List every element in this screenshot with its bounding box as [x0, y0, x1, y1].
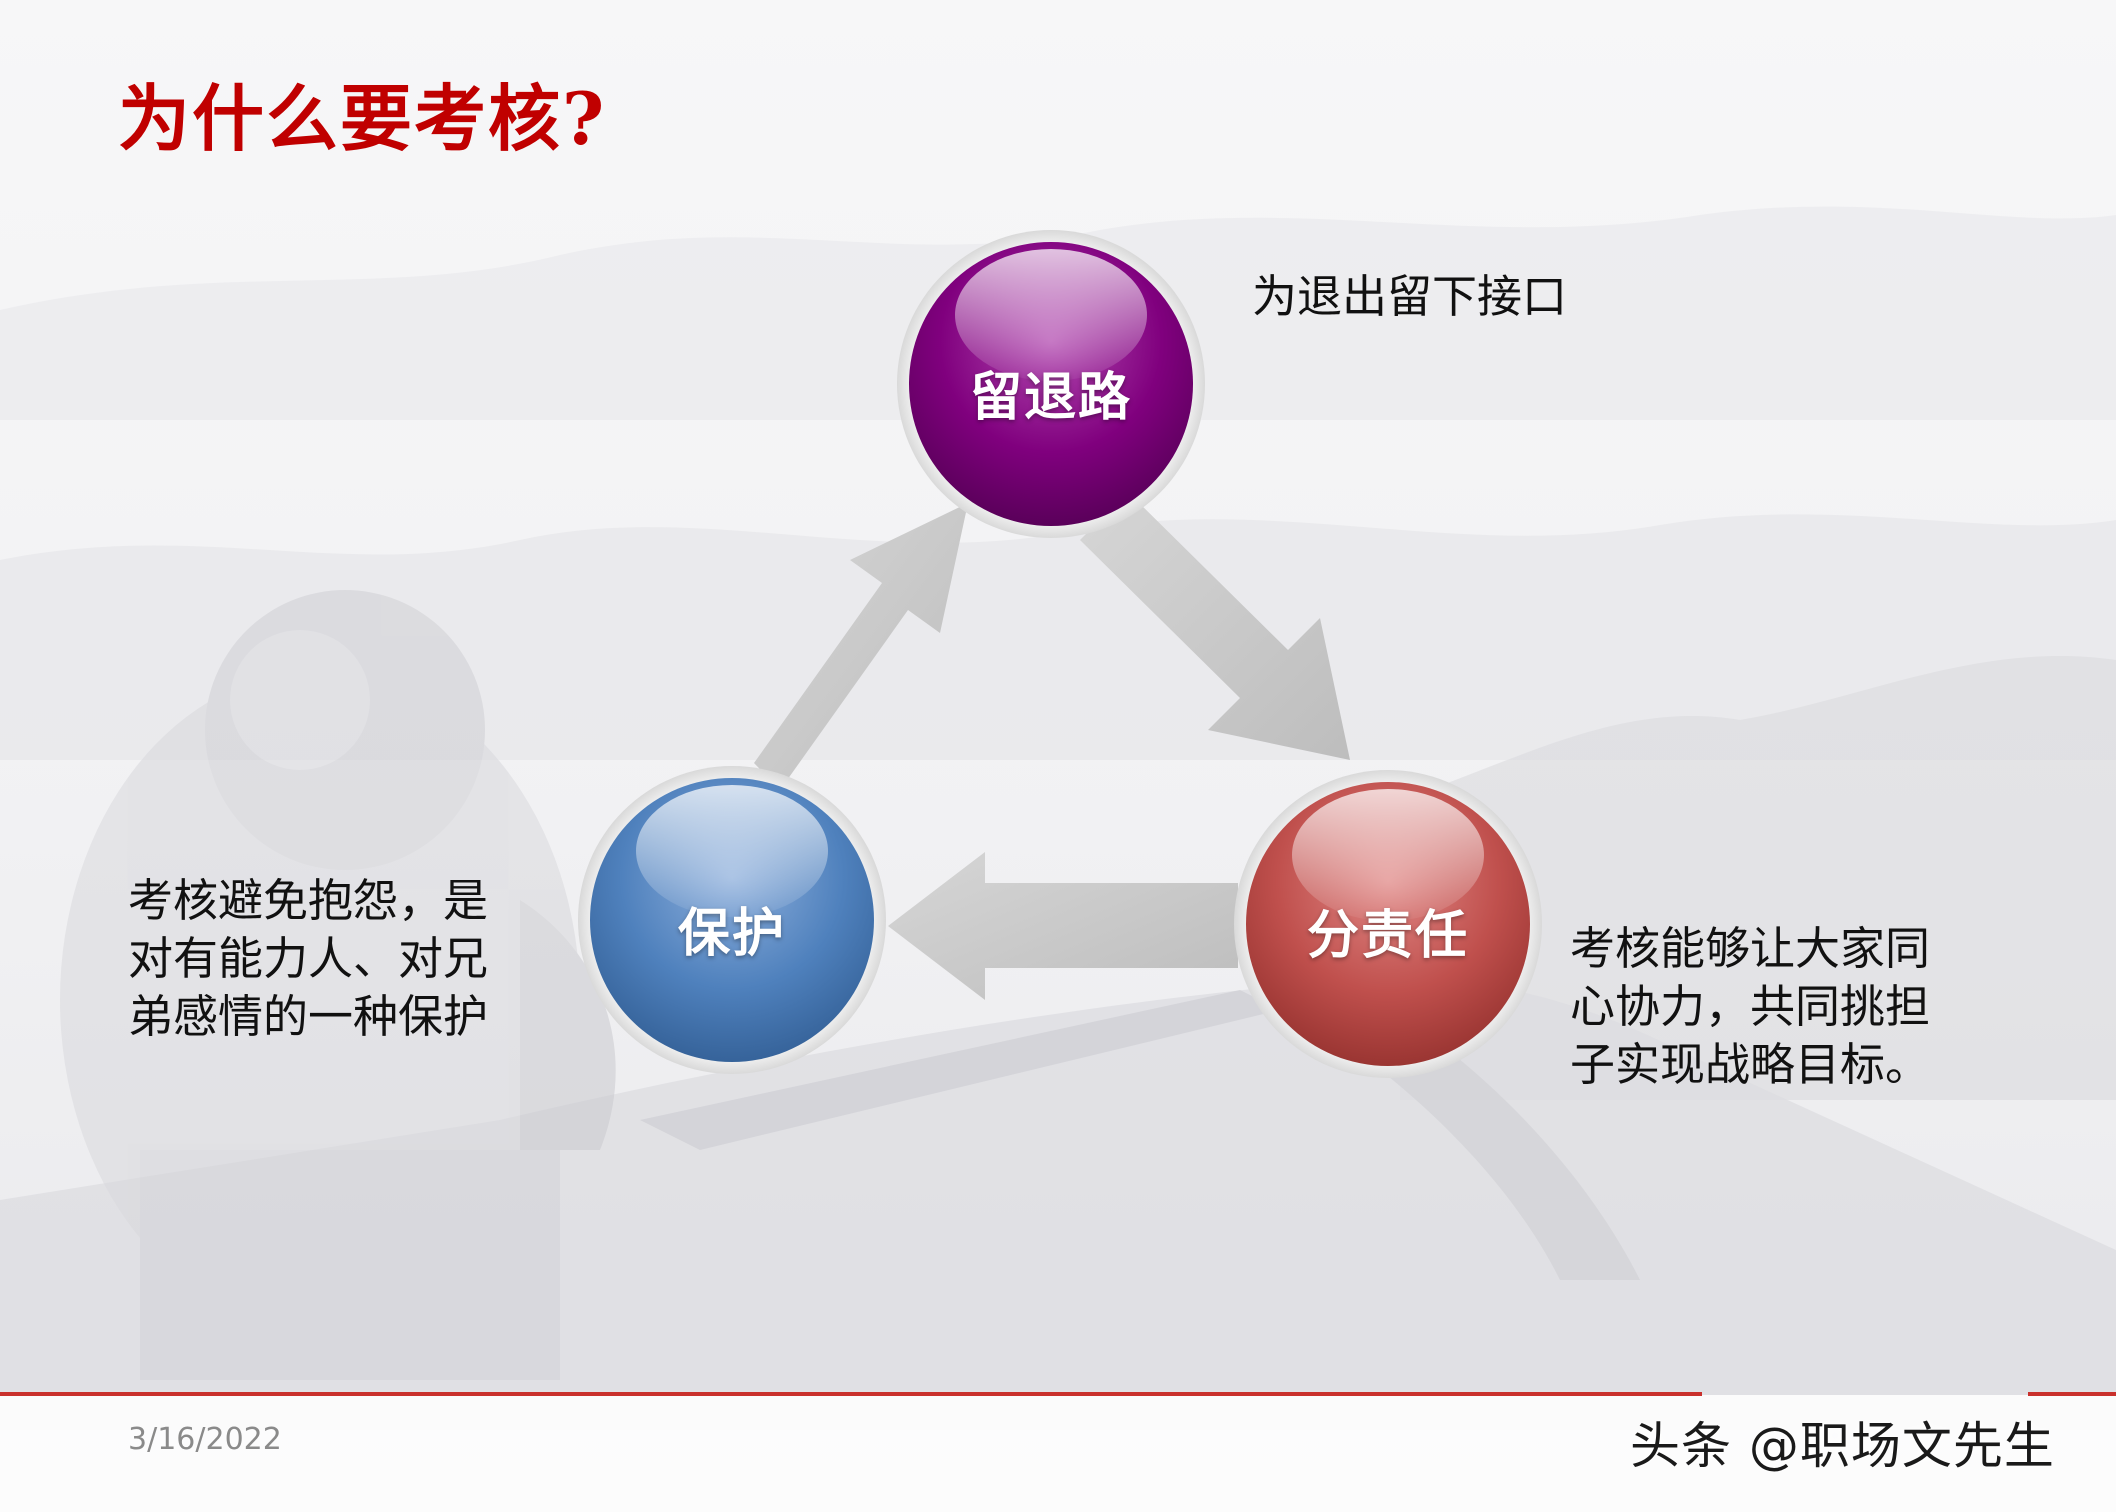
footer-rule-right	[2028, 1392, 2116, 1396]
slide-date: 3/16/2022	[128, 1422, 282, 1457]
circle-top	[897, 230, 1205, 538]
circle-right	[1234, 770, 1542, 1078]
slide-title: 为什么要考核?	[118, 76, 607, 161]
arrow-top-to-right	[1080, 492, 1350, 760]
note-right: 考核能够让大家同 心协力，共同挑担 子实现战略目标。	[1570, 922, 1931, 1091]
circle-left	[578, 766, 886, 1074]
circle-top-label: 留退路	[969, 367, 1132, 428]
note-left: 考核避免抱怨，是 对有能力人、对兄 弟感情的一种保护	[128, 874, 489, 1043]
circle-left-label: 保护	[677, 903, 786, 964]
arrow-left-to-top	[754, 503, 968, 790]
arrow-right-to-left	[888, 852, 1238, 1000]
footer-rule	[0, 1392, 1702, 1396]
circle-right-label: 分责任	[1306, 905, 1469, 966]
note-top: 为退出留下接口	[1252, 270, 1568, 323]
watermark: 头条 @职场文先生	[1630, 1417, 2055, 1475]
